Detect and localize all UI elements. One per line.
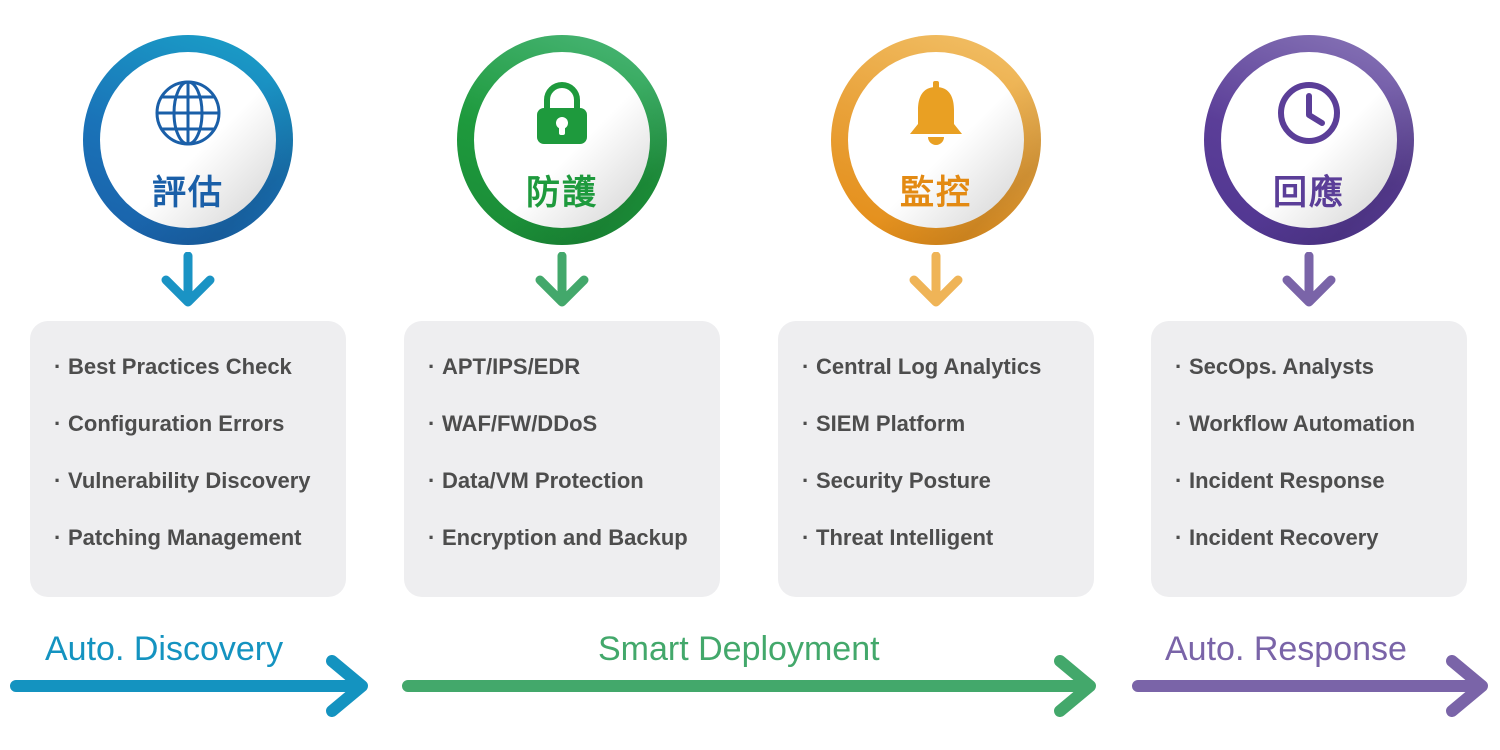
bell-icon	[901, 78, 971, 148]
flow-arrow-discovery	[10, 655, 372, 717]
list-item: ·Security Posture	[802, 468, 991, 493]
phase-ring	[457, 35, 667, 245]
flow-arrow-deployment	[400, 655, 1100, 717]
lock-icon	[527, 78, 597, 148]
down-arrow-icon	[1279, 252, 1339, 312]
flow-label-deployment: Smart Deployment	[598, 630, 880, 668]
list-item: ·Workflow Automation	[1175, 411, 1416, 436]
phase-column-assess: 評估 ·Best Practices Check ·Configuration …	[30, 0, 346, 600]
list-item: ·Data/VM Protection	[428, 468, 644, 493]
flow-label-discovery: Auto. Discovery	[45, 630, 284, 668]
clock-icon	[1274, 78, 1344, 148]
list-item: ·APT/IPS/EDR	[428, 354, 581, 379]
list-item: ·Vulnerability Discovery	[54, 468, 311, 493]
phase-card: ·Best Practices Check ·Configuration Err…	[30, 321, 346, 597]
phase-column-protect: 防護 ·APT/IPS/EDR ·WAF/FW/DDoS ·Data/VM Pr…	[404, 0, 720, 600]
list-item: ·Threat Intelligent	[802, 525, 994, 550]
phase-column-monitor: 監控 ·Central Log Analytics ·SIEM Platform…	[778, 0, 1094, 600]
flow-label-response: Auto. Response	[1165, 630, 1407, 668]
phase-title: 防護	[526, 173, 598, 213]
globe-icon	[153, 78, 223, 148]
list-item: ·SIEM Platform	[802, 411, 966, 436]
list-item: ·Encryption and Backup	[428, 525, 688, 550]
list-item: ·Incident Recovery	[1175, 525, 1379, 550]
list-item: ·Best Practices Check	[54, 354, 292, 379]
phase-title: 回應	[1273, 173, 1345, 213]
list-item: ·Incident Response	[1175, 468, 1385, 493]
phase-column-respond: 回應 ·SecOps. Analysts ·Workflow Automatio…	[1151, 0, 1467, 600]
list-item: ·Configuration Errors	[54, 411, 285, 436]
list-item: ·Patching Management	[54, 525, 302, 550]
flow-arrow-response	[1130, 655, 1492, 717]
phase-title: 評估	[152, 173, 224, 213]
phase-title: 監控	[900, 173, 972, 213]
list-item: ·WAF/FW/DDoS	[428, 411, 598, 436]
phase-card: ·SecOps. Analysts ·Workflow Automation ·…	[1151, 321, 1467, 597]
down-arrow-icon	[906, 252, 966, 312]
down-arrow-icon	[532, 252, 592, 312]
phase-card: ·Central Log Analytics ·SIEM Platform ·S…	[778, 321, 1094, 597]
phase-card: ·APT/IPS/EDR ·WAF/FW/DDoS ·Data/VM Prote…	[404, 321, 720, 597]
list-item: ·SecOps. Analysts	[1175, 354, 1375, 379]
list-item: ·Central Log Analytics	[802, 354, 1042, 379]
down-arrow-icon	[158, 252, 218, 312]
